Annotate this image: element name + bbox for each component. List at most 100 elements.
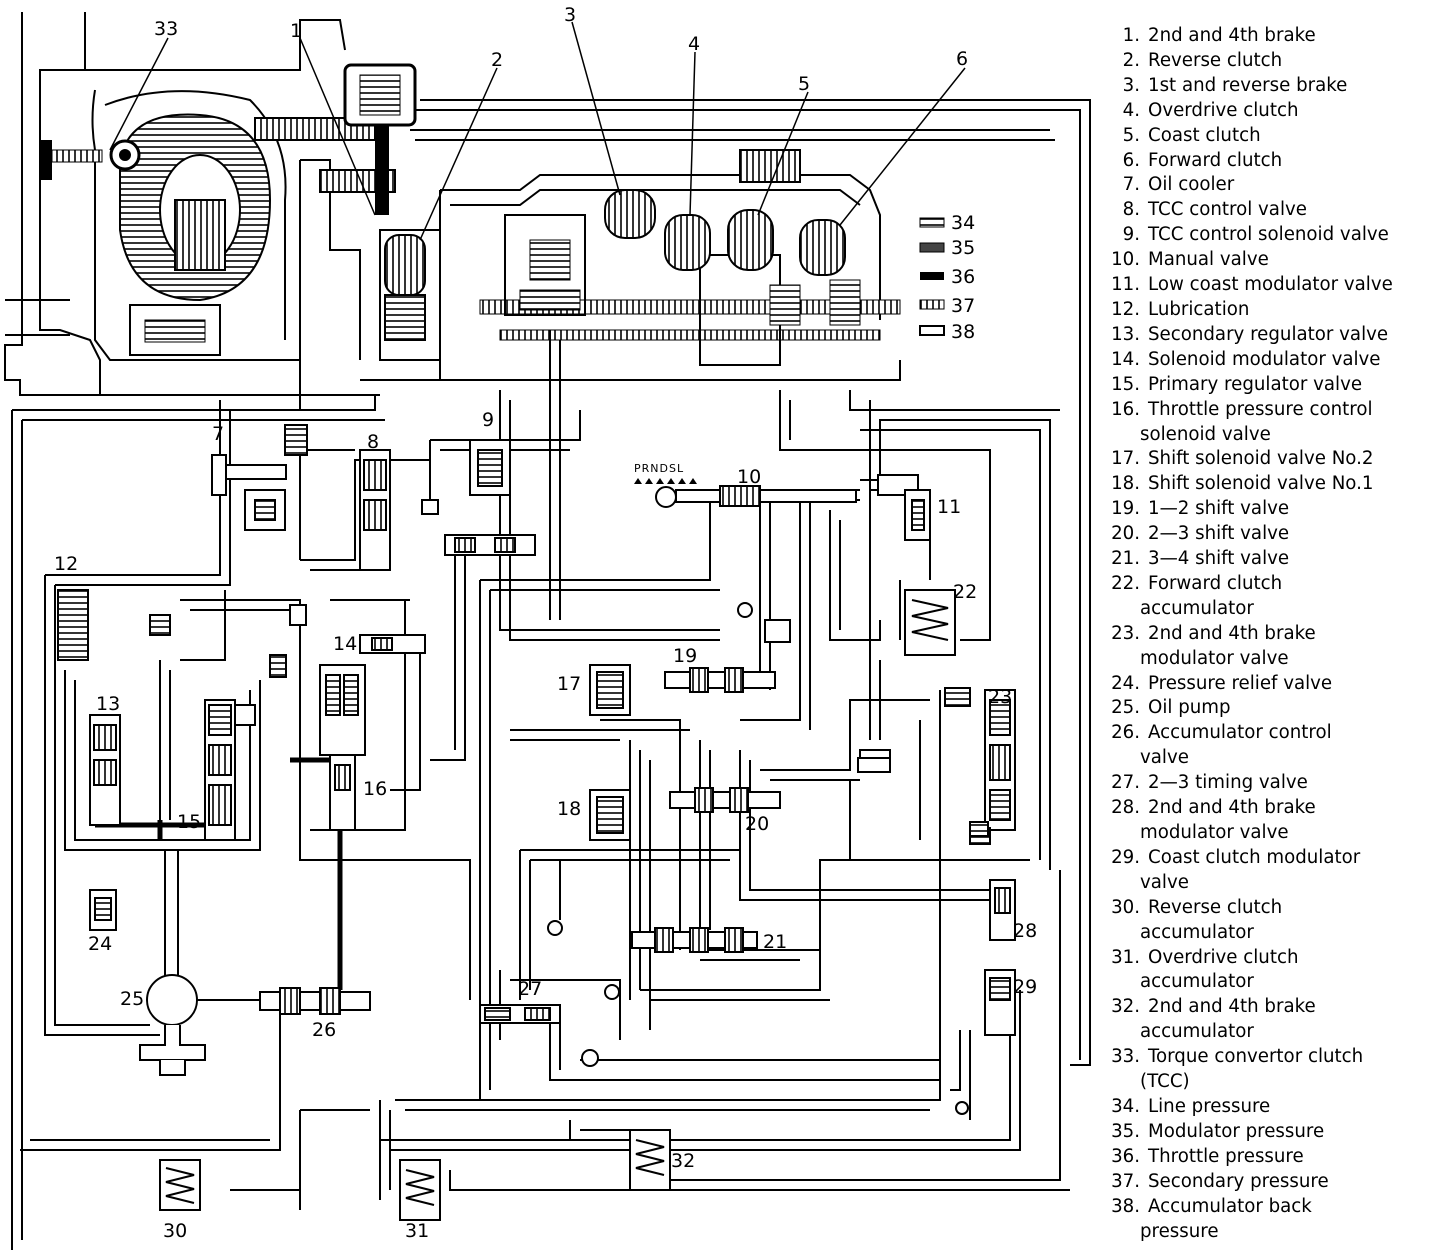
legend-text: Throttle pressure — [1148, 1145, 1304, 1167]
legend-item: 21.3—4 shift valve — [1092, 547, 1437, 572]
legend-item: 16. Throttle pressure control — [1092, 398, 1437, 423]
legend-item: 25.Oil pump — [1092, 696, 1437, 721]
legend-text: Modulator pressure — [1148, 1120, 1325, 1142]
callout-18: 18 — [557, 798, 581, 820]
callout-19: 19 — [673, 645, 697, 667]
legend-item-continuation: modulator valve — [1092, 647, 1437, 672]
legend-number: 8. — [1122, 199, 1140, 221]
legend-item-continuation: pressure — [1092, 1220, 1437, 1245]
callout-11: 11 — [937, 496, 961, 518]
callout-30: 30 — [163, 1220, 187, 1242]
legend-number: 14. — [1111, 348, 1140, 370]
callout-16: 16 — [363, 778, 387, 800]
legend-text: TCC control valve — [1148, 199, 1307, 221]
legend-number: 29. — [1111, 846, 1140, 868]
callout-22: 22 — [953, 581, 977, 603]
selector-label: PRNDSL — [634, 462, 684, 475]
callout-28: 28 — [1013, 920, 1037, 942]
legend-number: 2. — [1122, 49, 1140, 71]
selector-arrows — [634, 478, 697, 484]
legend-item-continuation: valve — [1092, 871, 1437, 896]
callout-5: 5 — [798, 73, 810, 95]
legend-item: 13.Secondary regulator valve — [1092, 323, 1437, 348]
legend-number: 15. — [1111, 373, 1140, 395]
legend-number: 22. — [1111, 572, 1140, 594]
swatch-secondary-pressure — [919, 299, 945, 310]
legend-item: 2.Reverse clutch — [1092, 49, 1437, 74]
legend-number: 33. — [1111, 1046, 1140, 1068]
legend-number: 36. — [1111, 1145, 1140, 1167]
legend-text: Accumulator back — [1148, 1195, 1312, 1217]
legend-number: 5. — [1122, 124, 1140, 146]
legend-text-continuation: accumulator — [1140, 921, 1254, 943]
legend-number: 31. — [1111, 946, 1140, 968]
legend-item: 1.2nd and 4th brake — [1092, 24, 1437, 49]
legend-text: 2nd and 4th brake — [1148, 622, 1316, 644]
legend-text: Forward clutch — [1148, 572, 1283, 594]
legend-text: Overdrive clutch — [1148, 946, 1299, 968]
legend-item: 6.Forward clutch — [1092, 149, 1437, 174]
legend-item: 27.2—3 timing valve — [1092, 771, 1437, 796]
torque-converter — [5, 113, 272, 356]
legend-item: 19. 1—2 shift valve — [1092, 497, 1437, 522]
legend-text: Throttle pressure control — [1148, 398, 1373, 420]
leader-lines — [109, 21, 966, 241]
legend-item-continuation: accumulator — [1092, 597, 1437, 622]
callout-36: 36 — [951, 266, 975, 288]
swatch-throttle-pressure — [920, 272, 944, 280]
legend-text: 2nd and 4th brake — [1148, 25, 1316, 46]
callout-15: 15 — [177, 811, 201, 833]
legend-text: Secondary pressure — [1148, 1170, 1329, 1192]
legend-number: 4. — [1122, 99, 1140, 121]
callout-26: 26 — [312, 1019, 336, 1041]
legend-text: 2—3 timing valve — [1148, 772, 1308, 794]
legend-text: 3—4 shift valve — [1148, 548, 1290, 570]
callout-12: 12 — [54, 553, 78, 575]
legend-text: 1—2 shift valve — [1148, 498, 1290, 520]
legend-number: 30. — [1111, 896, 1140, 918]
legend-number: 3. — [1122, 74, 1140, 96]
legend-text: Lubrication — [1148, 298, 1250, 320]
legend-number: 35. — [1111, 1120, 1140, 1142]
legend-item: 17.Shift solenoid valve No.2 — [1092, 447, 1437, 472]
callout-13: 13 — [96, 693, 120, 715]
legend-item: 26.Accumulator control — [1092, 721, 1437, 746]
legend-item: 18.Shift solenoid valve No.1 — [1092, 472, 1437, 497]
legend-item: 20.2—3 shift valve — [1092, 522, 1437, 547]
legend-text: Coast clutch modulator — [1148, 846, 1361, 868]
legend-text: Overdrive clutch — [1148, 99, 1299, 121]
valves — [57, 424, 1016, 1221]
legend-text: Forward clutch — [1148, 149, 1283, 171]
legend-number: 24. — [1111, 672, 1140, 694]
legend-item: 29. Coast clutch modulator — [1092, 846, 1437, 871]
callout-7: 7 — [212, 423, 224, 445]
legend-text: Low coast modulator valve — [1148, 274, 1393, 296]
callout-4: 4 — [688, 33, 700, 55]
legend-item: 3.1st and reverse brake — [1092, 74, 1437, 99]
legend-item: 37.Secondary pressure — [1092, 1170, 1437, 1195]
legend-text: Line pressure — [1148, 1095, 1271, 1117]
callout-17: 17 — [557, 673, 581, 695]
legend-text-continuation: valve — [1140, 747, 1189, 769]
legend-text-continuation: modulator valve — [1140, 822, 1289, 843]
callout-14: 14 — [333, 633, 357, 655]
legend-number: 20. — [1111, 523, 1140, 545]
callout-27: 27 — [518, 978, 542, 1000]
legend-item-continuation: valve — [1092, 746, 1437, 771]
legend-item: 36. Throttle pressure — [1092, 1145, 1437, 1170]
legend-number: 16. — [1111, 398, 1140, 420]
callout-31: 31 — [405, 1220, 429, 1242]
callout-25: 25 — [120, 988, 144, 1010]
legend-item: 28.2nd and 4th brake — [1092, 796, 1437, 821]
legend-item: 35. Modulator pressure — [1092, 1120, 1437, 1145]
legend-text: Primary regulator valve — [1148, 373, 1363, 395]
legend-number: 10. — [1111, 249, 1140, 271]
callout-29: 29 — [1013, 976, 1037, 998]
legend-item: 24.Pressure relief valve — [1092, 672, 1437, 697]
legend-item: 34.Line pressure — [1092, 1095, 1437, 1120]
legend-item: 38.Accumulator back — [1092, 1195, 1437, 1220]
hydraulic-lines — [11, 330, 1070, 1250]
legend-item-continuation: accumulator — [1092, 970, 1437, 995]
legend-number: 19. — [1111, 498, 1140, 520]
legend-number: 18. — [1111, 473, 1140, 495]
